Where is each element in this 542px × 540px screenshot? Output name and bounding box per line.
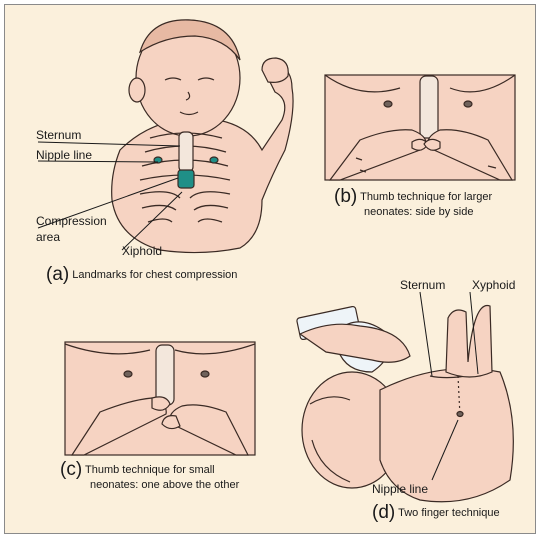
caption-c-line2: neonates: one above the other [90, 479, 239, 492]
panel-a-illustration [112, 20, 293, 253]
caption-c: (c) Thumb technique for small [60, 463, 215, 477]
sternum-bone [420, 76, 438, 138]
caption-c-letter: (c) [60, 459, 82, 480]
label-sternum-d: Sternum [400, 278, 445, 292]
baby-fist [262, 58, 288, 82]
label-nipple-line-d: Nipple line [372, 482, 428, 496]
label-compression-area-line2: area [36, 230, 60, 244]
compression-area-marker [178, 170, 194, 188]
caption-c-line1: Thumb technique for small [85, 464, 215, 476]
sternum-bone [179, 132, 193, 172]
sternum-bone [156, 345, 174, 405]
label-xyphoid-d: Xyphoid [472, 278, 515, 292]
compressing-fingers [446, 305, 492, 377]
caption-b-line1: Thumb technique for larger [360, 191, 492, 203]
caption-d: (d) Two finger technique [372, 506, 500, 520]
caption-d-text: Two finger technique [398, 507, 500, 519]
panel-d-illustration [296, 305, 513, 501]
caption-b-line2: neonates: side by side [364, 206, 473, 219]
caption-d-letter: (d) [372, 502, 395, 523]
panel-c-illustration [65, 342, 255, 455]
caption-a-text: Landmarks for chest compression [72, 269, 237, 281]
label-sternum-a: Sternum [36, 128, 81, 142]
label-nipple-line-a: Nipple line [36, 148, 92, 162]
caption-a: (a) Landmarks for chest compression [46, 268, 237, 282]
label-compression-area-line1: Compression [36, 214, 107, 228]
holding-hand [300, 324, 410, 362]
caption-b: (b) Thumb technique for larger [334, 190, 492, 204]
panel-b-illustration [325, 75, 515, 180]
label-xiphoid-a: Xiphoid [122, 244, 162, 258]
caption-a-letter: (a) [46, 264, 69, 285]
caption-b-letter: (b) [334, 186, 357, 207]
